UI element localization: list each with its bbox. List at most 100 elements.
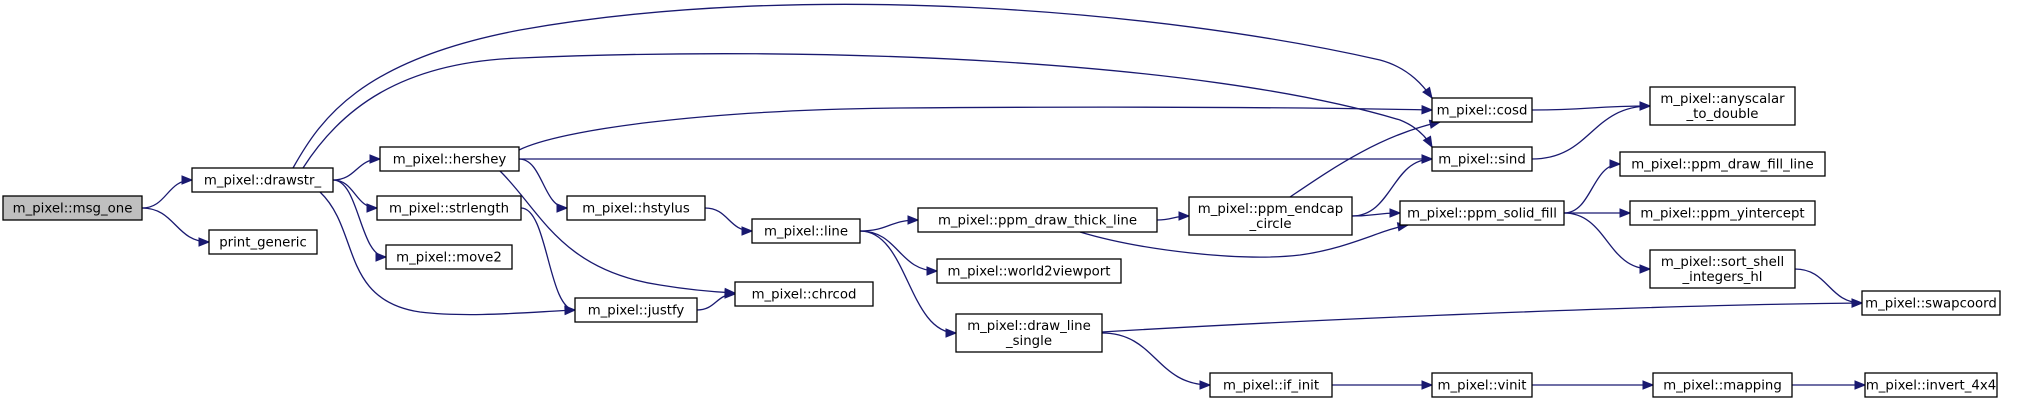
node-if-init[interactable]: m_pixel::if_init (1209, 372, 1333, 398)
edge-line (1101, 302, 1863, 333)
node-ppm-yintercept[interactable]: m_pixel::ppm_yintercept (1629, 200, 1816, 226)
node-box[interactable] (936, 258, 1122, 284)
node-box[interactable] (1864, 372, 1998, 398)
node-draw-line-single[interactable]: m_pixel::draw_line_single (955, 313, 1103, 353)
node-label: m_pixel::sort_shell (1661, 255, 1784, 270)
node-box[interactable] (917, 207, 1158, 233)
node-sort-shell-integers-hl[interactable]: m_pixel::sort_shell_integers_hl (1649, 249, 1796, 289)
node-label: _single (1005, 334, 1052, 349)
node-mapping[interactable]: m_pixel::mapping (1652, 372, 1793, 398)
node-cosd[interactable]: m_pixel::cosd (1431, 97, 1533, 123)
node-label: m_pixel::cosd (1437, 104, 1528, 119)
arrowhead (198, 237, 211, 247)
node-label: m_pixel::hershey (393, 153, 507, 168)
node-label: m_pixel::chrcod (752, 288, 857, 303)
node-world2viewport[interactable]: m_pixel::world2viewport (936, 258, 1122, 284)
node-box[interactable] (208, 229, 318, 255)
node-label: m_pixel::world2viewport (948, 265, 1111, 280)
node-line[interactable]: m_pixel::line (751, 218, 861, 244)
arrowhead (1421, 380, 1434, 390)
node-label: m_pixel::invert_4x4 (1866, 379, 1996, 394)
edge-line (1563, 163, 1621, 214)
node-chrcod[interactable]: m_pixel::chrcod (734, 281, 874, 307)
node-label: _circle (1248, 217, 1291, 232)
node-box[interactable] (2, 195, 143, 221)
node-strlength[interactable]: m_pixel::strlength (376, 195, 522, 221)
arrowhead (945, 328, 958, 338)
node-label: m_pixel::ppm_draw_fill_line (1631, 158, 1814, 173)
node-label: _to_double (1686, 107, 1759, 122)
edge-vinit-to-mapping (1532, 380, 1655, 390)
node-swapcoord[interactable]: m_pixel::swapcoord (1861, 290, 2001, 316)
edge-line (520, 207, 576, 311)
node-print-generic[interactable]: print_generic (208, 229, 318, 255)
node-ppm-solid-fill[interactable]: m_pixel::ppm_solid_fill (1399, 200, 1565, 226)
node-drawstr[interactable]: m_pixel::drawstr_ (191, 167, 334, 193)
node-anyscalar-to-double[interactable]: m_pixel::anyscalar_to_double (1649, 86, 1796, 126)
arrowhead (366, 203, 379, 213)
node-hershey[interactable]: m_pixel::hershey (379, 146, 520, 172)
node-msg-one[interactable]: m_pixel::msg_one (2, 195, 143, 221)
node-box[interactable] (751, 218, 861, 244)
edge-hershey-to-hstylus (518, 158, 569, 213)
node-vinit[interactable]: m_pixel::vinit (1431, 372, 1533, 398)
node-box[interactable] (385, 244, 513, 270)
edge-draw_line_single-to-swapcoord (1101, 298, 1864, 333)
node-box[interactable] (734, 281, 874, 307)
node-box[interactable] (379, 146, 520, 172)
edge-line (704, 207, 753, 232)
arrowhead (741, 226, 754, 236)
arrowhead (1421, 105, 1434, 115)
node-box[interactable] (1629, 200, 1816, 226)
nodes-layer: m_pixel::msg_one m_pixel::drawstr_print_g… (2, 86, 2001, 398)
node-label: print_generic (219, 236, 307, 251)
node-box[interactable] (566, 195, 706, 221)
node-box[interactable] (1619, 151, 1826, 177)
node-box[interactable] (1431, 97, 1533, 123)
arrowhead (1199, 380, 1212, 390)
arrowhead (1609, 159, 1622, 169)
node-label: m_pixel::if_init (1223, 379, 1319, 394)
edge-drawstr-to-move2 (332, 179, 388, 262)
node-hstylus[interactable]: m_pixel::hstylus (566, 195, 706, 221)
arrowhead (907, 215, 920, 225)
edge-drawstr-to-hershey (332, 154, 382, 181)
node-label: m_pixel::strlength (389, 202, 509, 217)
node-box[interactable] (1652, 372, 1793, 398)
node-box[interactable] (574, 297, 698, 323)
node-box[interactable] (1188, 196, 1353, 236)
node-box[interactable] (1649, 86, 1796, 126)
node-box[interactable] (955, 313, 1103, 353)
node-box[interactable] (191, 167, 334, 193)
edge-sort_shell_integers_hl-to-swapcoord (1794, 268, 1864, 308)
edge-line (141, 207, 210, 243)
node-box[interactable] (1399, 200, 1565, 226)
edge-hstylus-to-line (704, 207, 754, 236)
node-box[interactable] (1649, 249, 1796, 289)
arrowhead (1619, 208, 1632, 218)
node-box[interactable] (1431, 372, 1533, 398)
arrowhead (556, 203, 569, 213)
node-label: m_pixel::hstylus (582, 202, 690, 217)
edge-drawstr-to-cosd (292, 3, 1433, 169)
node-ppm-draw-thick-line[interactable]: m_pixel::ppm_draw_thick_line (917, 207, 1158, 233)
node-label: m_pixel::swapcoord (1865, 297, 1997, 312)
node-invert-4x4[interactable]: m_pixel::invert_4x4 (1864, 372, 1998, 398)
arrowhead (1422, 86, 1433, 100)
node-box[interactable] (1431, 146, 1533, 172)
edge-msg_one-to-drawstr (141, 175, 194, 209)
node-justfy[interactable]: m_pixel::justfy (574, 297, 698, 323)
node-box[interactable] (1209, 372, 1333, 398)
node-move2[interactable]: m_pixel::move2 (385, 244, 513, 270)
node-sind[interactable]: m_pixel::sind (1431, 146, 1533, 172)
node-box[interactable] (376, 195, 522, 221)
edge-line (319, 191, 576, 316)
edge-msg_one-to-print_generic (141, 207, 211, 247)
node-label: m_pixel::ppm_solid_fill (1407, 207, 1557, 222)
node-ppm-draw-fill-line[interactable]: m_pixel::ppm_draw_fill_line (1619, 151, 1826, 177)
edge-line (141, 179, 193, 209)
node-box[interactable] (1861, 290, 2001, 316)
node-label: m_pixel::anyscalar (1660, 92, 1785, 107)
node-ppm-endcap-circle[interactable]: m_pixel::ppm_endcap_circle (1188, 196, 1353, 236)
edge-line (859, 230, 938, 272)
